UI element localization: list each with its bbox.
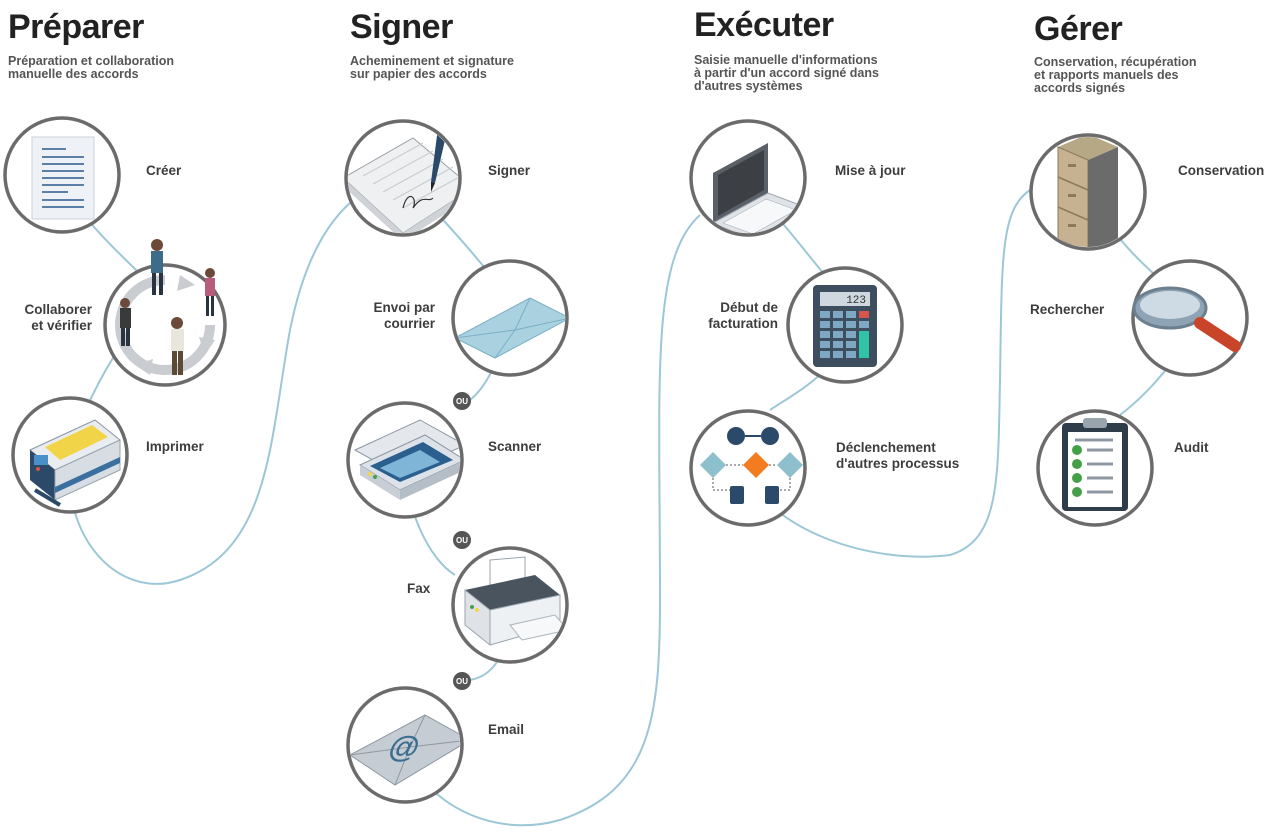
flow-connector: [61, 174, 1191, 827]
step-label-creer: Créer: [146, 163, 182, 178]
phase-subtitle-executer: Saisie manuelle d'informations à partir …: [694, 53, 879, 94]
svg-text:OU: OU: [456, 397, 468, 406]
scanner-icon: [353, 419, 460, 500]
or-badge: OU: [453, 672, 471, 690]
copier-icon: [29, 419, 121, 507]
svg-text:OU: OU: [456, 536, 468, 545]
phase-title-preparer: Préparer: [8, 8, 144, 46]
step-node-scanner: [346, 401, 464, 519]
step-label-scanner: Scanner: [488, 439, 542, 454]
email-at-icon: @: [350, 714, 460, 786]
step-label-rechercher: Rechercher: [1030, 302, 1105, 317]
clipboard-checklist-icon: [1062, 418, 1128, 511]
step-node-mise-a-jour: [689, 119, 807, 237]
fax-printer-icon: [464, 556, 565, 647]
step-node-envoi: [451, 259, 569, 377]
step-label-fax: Fax: [407, 581, 431, 596]
step-label-facturation: Début de facturation: [708, 300, 778, 331]
step-node-imprimer: [11, 396, 129, 514]
phase-title-executer: Exécuter: [694, 6, 834, 44]
or-badge: OU: [453, 392, 471, 410]
step-label-audit: Audit: [1174, 440, 1209, 455]
step-label-conservation: Conservation: [1178, 163, 1265, 178]
step-node-email: @: [346, 686, 464, 804]
step-label-signer: Signer: [488, 163, 531, 178]
step-node-fax: [451, 546, 569, 664]
step-node-collaborer: [103, 239, 227, 387]
envelope-icon: [455, 297, 565, 359]
process-flow-icon: [700, 427, 803, 504]
step-label-envoi: Envoi par courrier: [373, 300, 435, 331]
document-icon: [31, 136, 95, 220]
svg-text:OU: OU: [456, 677, 468, 686]
or-badge: OU: [453, 531, 471, 549]
step-node-signer: [344, 119, 462, 237]
svg-text:123: 123: [846, 295, 866, 307]
laptop-icon: [711, 143, 803, 233]
people-collaboration-icon: [115, 239, 215, 375]
phase-subtitle-preparer: Préparation et collaboration manuelle de…: [8, 54, 175, 82]
phase-subtitle-gerer: Conservation, récupération et rapports m…: [1034, 55, 1197, 96]
step-label-mise-a-jour: Mise à jour: [835, 163, 906, 178]
step-label-declenchement: Déclenchement d'autres processus: [836, 440, 960, 471]
step-node-facturation: 123: [786, 266, 904, 384]
magnifier-icon: [1132, 286, 1241, 352]
filing-cabinet-icon: [1057, 137, 1118, 247]
step-node-rechercher: [1131, 259, 1249, 377]
step-label-email: Email: [488, 722, 525, 737]
step-node-conservation: [1029, 133, 1147, 251]
phase-title-gerer: Gérer: [1034, 10, 1123, 48]
phase-subtitle-signer: Acheminement et signature sur papier des…: [350, 54, 514, 82]
step-node-audit: [1036, 409, 1154, 527]
step-label-imprimer: Imprimer: [146, 439, 204, 454]
step-node-declenchement: [689, 409, 807, 527]
step-label-collaborer: Collaborer et vérifier: [24, 302, 92, 333]
calculator-icon: 123: [813, 285, 877, 367]
step-node-creer: [3, 116, 121, 234]
phase-title-signer: Signer: [350, 8, 453, 46]
